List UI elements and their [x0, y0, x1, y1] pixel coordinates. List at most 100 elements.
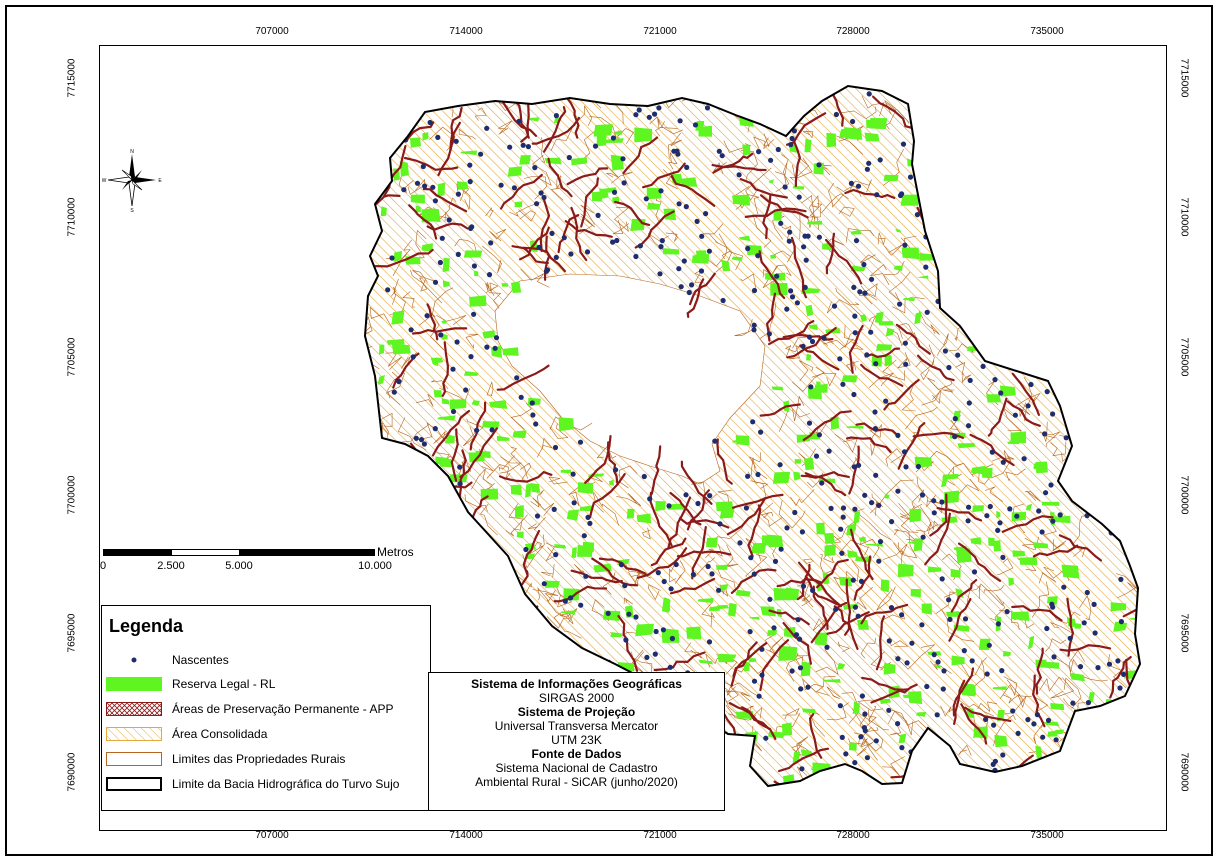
nascente-point — [813, 453, 820, 459]
app-stream — [726, 497, 767, 536]
nascente-point — [991, 722, 997, 728]
nascente-point — [998, 390, 1004, 396]
nascente-point — [656, 105, 662, 111]
nascente-point — [995, 527, 1001, 533]
reserva-legal-patch — [800, 661, 811, 677]
nascente-point — [622, 583, 628, 589]
property-boundary — [665, 230, 679, 242]
reserva-legal-patch — [825, 768, 835, 783]
nascente-point — [1025, 717, 1031, 723]
nascente-point — [876, 558, 882, 564]
property-boundary — [861, 738, 882, 752]
app-stream — [449, 106, 463, 151]
property-boundary — [864, 283, 878, 301]
nascente-point — [907, 174, 914, 180]
reserva-legal-patch — [626, 508, 635, 519]
west-label: W — [102, 178, 107, 184]
nascente-point — [457, 464, 463, 470]
property-boundary — [537, 586, 556, 602]
property-boundary — [882, 359, 905, 381]
app-stream — [557, 214, 580, 254]
app-stream — [825, 238, 863, 285]
nascente-point — [1031, 721, 1037, 727]
nascente-point — [864, 352, 870, 358]
nascente-point — [997, 520, 1003, 526]
reserva-legal-patch — [999, 385, 1016, 397]
basin-boundary — [363, 84, 1142, 788]
nascente-point — [492, 345, 498, 351]
nascente-point — [797, 665, 804, 671]
nascente-point — [541, 194, 547, 201]
reserva-legal-patch — [767, 534, 784, 548]
app-stream — [936, 507, 983, 522]
property-boundary — [901, 380, 916, 412]
property-boundary — [999, 676, 1018, 700]
app-stream — [804, 472, 847, 497]
scale-label-2500: 2.500 — [157, 560, 185, 572]
nascente-point — [756, 693, 762, 699]
property-boundary — [792, 395, 805, 422]
reserva-legal-patch — [946, 611, 961, 617]
property-boundary — [860, 637, 877, 659]
app-stream — [500, 173, 543, 210]
app-stream — [392, 352, 420, 389]
nascente-point — [514, 375, 520, 381]
nascente-point — [667, 664, 673, 670]
reserva-legal-patch — [441, 398, 450, 405]
nascente-point — [935, 659, 941, 665]
reserva-legal-patch — [909, 509, 921, 523]
nascente-point — [828, 505, 834, 511]
property-boundary — [898, 503, 919, 533]
reserva-legal-patch — [464, 371, 479, 376]
nascente-point — [1050, 411, 1056, 417]
nascente-point — [831, 303, 838, 309]
reserva-legal-patch — [431, 357, 439, 367]
nascente-point — [966, 400, 972, 406]
nascente-point — [743, 505, 750, 511]
property-boundary — [529, 541, 544, 555]
reserva-legal-patch — [719, 507, 735, 519]
north-arrow-icon: N S E W — [102, 149, 162, 212]
nascente-point — [864, 755, 871, 761]
nascente-point — [414, 180, 421, 186]
app-stream — [450, 428, 459, 482]
reserva-legal-patch — [686, 626, 702, 640]
nascente-point — [1118, 576, 1124, 583]
nascente-point — [919, 622, 925, 628]
nascente-point — [946, 597, 952, 603]
app-stream — [422, 187, 468, 213]
property-boundary — [1004, 679, 1024, 715]
property-boundary — [932, 385, 955, 400]
property-boundary — [778, 500, 806, 529]
app-stream — [374, 248, 434, 268]
nascente-point — [562, 598, 568, 604]
nascente-point — [583, 573, 589, 579]
nascente-point — [453, 138, 459, 144]
nascente-point — [626, 611, 632, 617]
reserva-legal-patch — [809, 324, 818, 331]
nascente-point — [643, 196, 649, 202]
app-stream — [622, 136, 659, 175]
app-stream — [1109, 656, 1132, 699]
property-boundary — [826, 299, 864, 319]
reserva-legal-patch — [972, 505, 984, 513]
nascente-point — [873, 361, 879, 367]
property-boundary — [1045, 638, 1067, 652]
reserva-legal-patch — [1010, 431, 1026, 444]
x-coordinate-tick: 707000 — [255, 26, 289, 37]
property-boundary — [795, 653, 811, 665]
property-boundary — [454, 239, 478, 254]
nascente-point — [455, 191, 461, 197]
property-boundary — [548, 476, 568, 485]
property-boundary — [527, 516, 546, 531]
nascente-point — [805, 684, 811, 690]
app-stream — [1006, 400, 1041, 427]
nascente-point — [410, 354, 416, 360]
nascente-point — [858, 578, 865, 585]
nascente-point — [990, 761, 996, 768]
property-boundary — [883, 148, 904, 186]
property-boundary — [868, 372, 894, 389]
property-boundary — [647, 584, 661, 601]
nascente-point — [421, 441, 427, 447]
property-boundary — [580, 204, 595, 225]
